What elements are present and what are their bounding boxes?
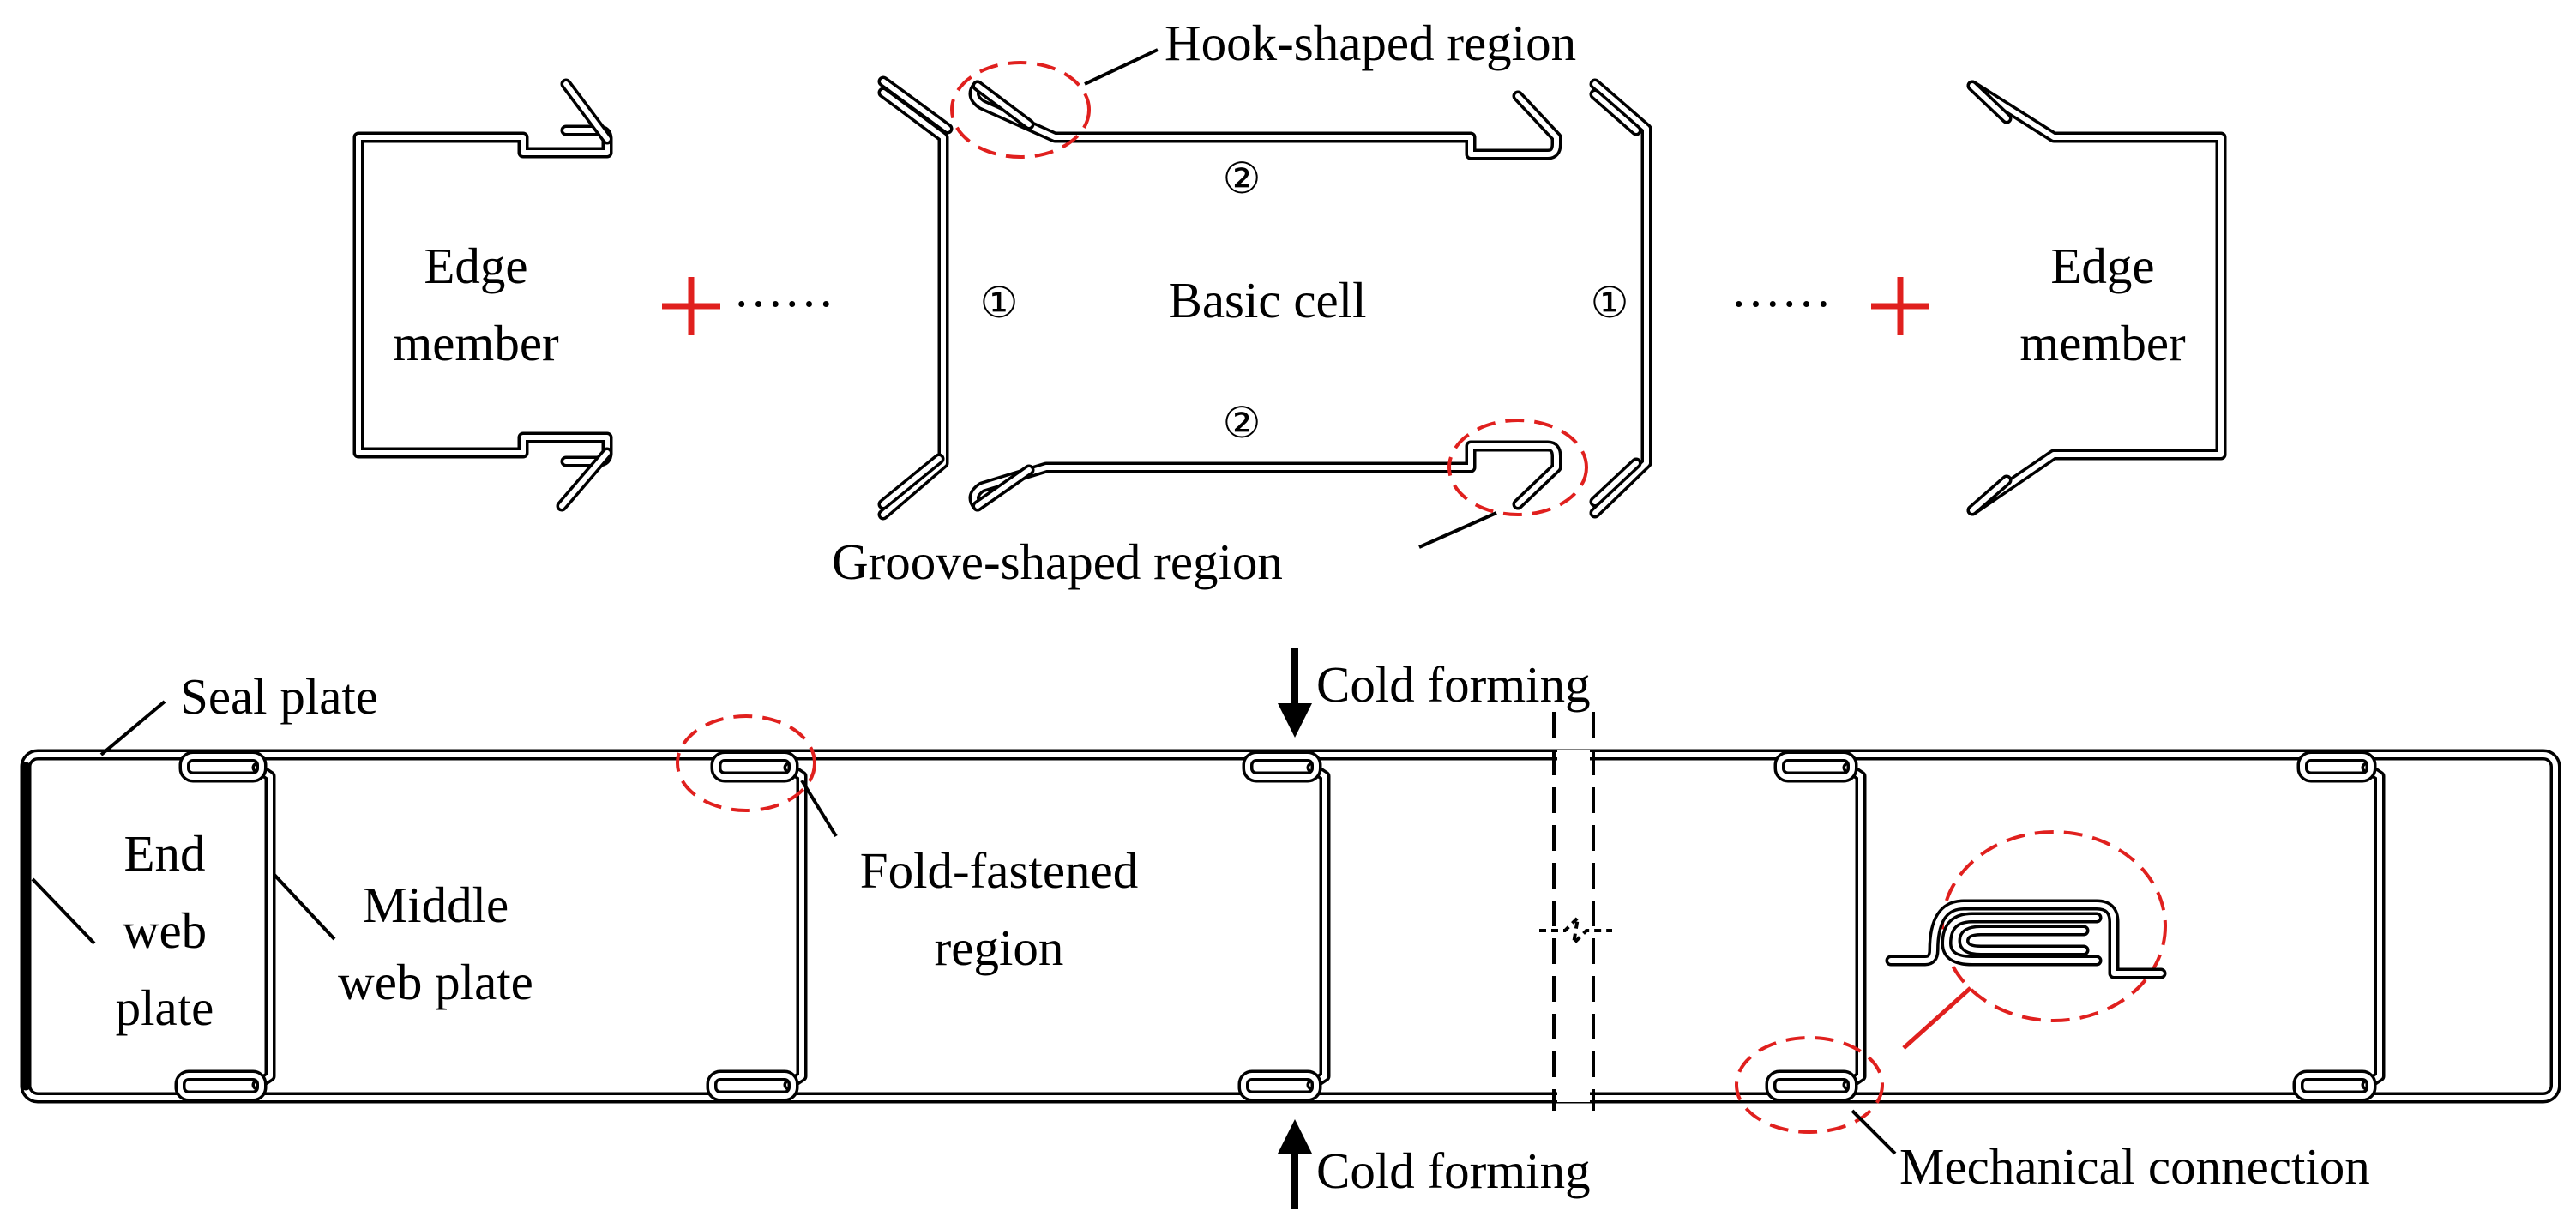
fold-fastened-leader: [800, 779, 838, 838]
web-marker-left: ①: [980, 279, 1019, 327]
seal-plate-leader: [99, 700, 166, 756]
middle-web-plate-3: [1306, 762, 1331, 1091]
basic-cell-left-web: [877, 75, 954, 521]
dots-left: ……: [733, 261, 834, 317]
middle-web-plate-1: [251, 762, 276, 1091]
left-edge-label-line1: Edge: [424, 238, 527, 294]
middle-web-plate-4: [1842, 762, 1867, 1091]
break-line: [1539, 712, 1612, 1111]
fold-joint-bottom-3: [1237, 1069, 1322, 1102]
groove-leader-line: [1418, 511, 1497, 549]
cold-forming-arrow-bottom: [1278, 1119, 1312, 1209]
fold-joint-top-5: [2296, 750, 2377, 783]
end-web-leader: [31, 877, 96, 945]
middle-web-plate-5: [2361, 762, 2386, 1091]
flange-marker-top: ②: [1223, 154, 1261, 202]
right-edge-label-line1: Edge: [2050, 238, 2154, 294]
groove-region-highlight: [1447, 419, 1588, 516]
middle-web-label-line2: web plate: [338, 954, 533, 1010]
fold-fastened-highlight: [676, 714, 816, 812]
end-web-label-line1: End: [123, 825, 205, 882]
cold-forming-label-top: Cold forming: [1316, 656, 1591, 713]
plus-sign-left: [662, 277, 720, 335]
fold-fastened-label-line2: region: [935, 919, 1064, 976]
fold-fastened-label-line1: Fold-fastened: [860, 842, 1138, 899]
fold-joint-bottom-1: [174, 1069, 268, 1102]
basic-cell-bottom-flange: [968, 440, 1562, 512]
web-marker-right: ①: [1591, 279, 1629, 327]
right-edge-member: [1966, 80, 2227, 516]
mechanical-leader: [1851, 1109, 1897, 1155]
dots-right: ……: [1730, 261, 1832, 317]
fold-joint-top-1: [178, 750, 268, 783]
mechanical-connection-detail: [1885, 830, 2167, 1050]
end-web-label-line3: plate: [116, 979, 214, 1036]
fold-joint-bottom-5: [2292, 1069, 2377, 1102]
basic-cell-top-flange: [968, 80, 1562, 160]
cold-forming-arrow-top: [1278, 648, 1312, 738]
basic-cell-right-web: [1589, 78, 1652, 519]
right-edge-label-line2: member: [2019, 315, 2186, 371]
cold-forming-label-bottom: Cold forming: [1316, 1142, 1591, 1199]
basic-cell-label: Basic cell: [1169, 272, 1367, 328]
hook-region-highlight: [950, 61, 1091, 159]
left-edge-member: [352, 78, 613, 512]
end-web-label-line2: web: [123, 902, 207, 959]
fold-joint-top-3: [1242, 750, 1322, 783]
groove-shaped-label: Groove-shaped region: [832, 533, 1283, 590]
middle-web-label-line1: Middle: [363, 877, 509, 933]
fold-joint-top-2: [710, 750, 799, 783]
left-edge-label-line2: member: [393, 315, 559, 371]
plus-sign-right: [1871, 277, 1929, 335]
fold-joint-top-4: [1773, 750, 1858, 783]
middle-web-leader: [273, 873, 336, 941]
fold-joint-bottom-4: [1765, 1069, 1858, 1102]
middle-web-plate-2: [783, 762, 808, 1091]
flange-marker-bottom: ②: [1223, 399, 1261, 447]
fold-joints: [174, 750, 2377, 1102]
fold-joint-bottom-2: [706, 1069, 799, 1102]
hook-leader-line: [1084, 48, 1159, 86]
mechanical-connection-label: Mechanical connection: [1899, 1138, 2370, 1195]
hook-shaped-label: Hook-shaped region: [1165, 15, 1576, 71]
mechanical-connection-highlight: [1735, 1036, 1884, 1134]
seal-plate-label: Seal plate: [180, 668, 378, 725]
